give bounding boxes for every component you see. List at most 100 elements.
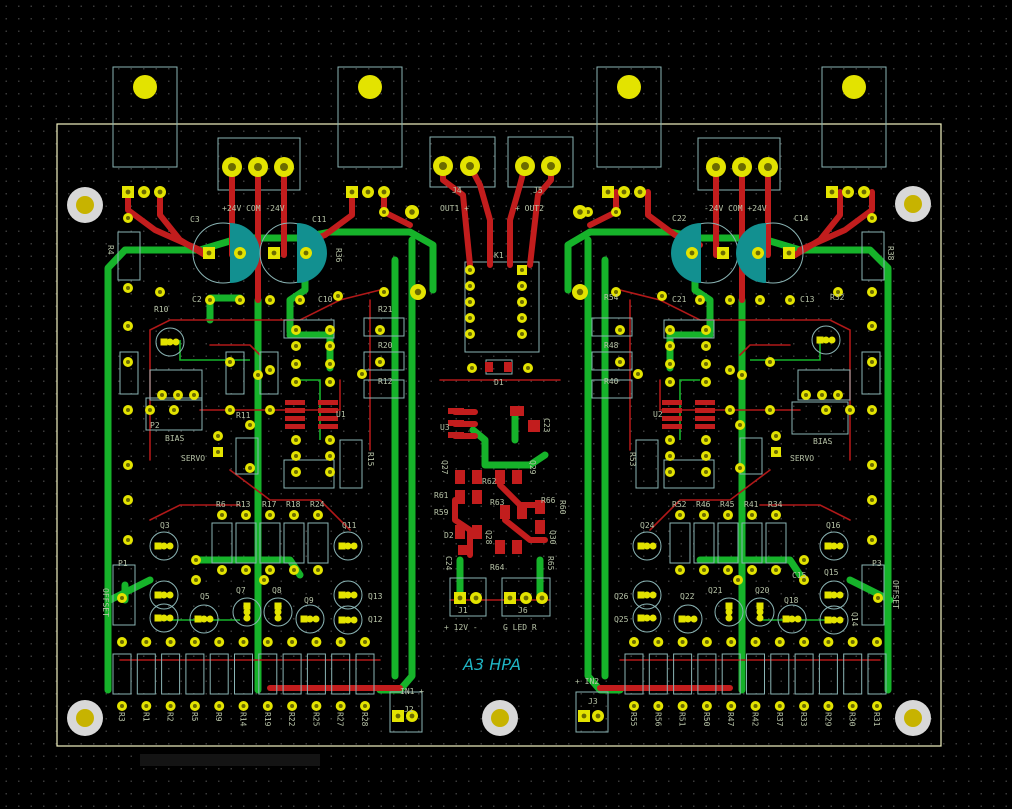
- to92-pad: [830, 542, 838, 550]
- bottom-resistor-label-left: R5: [190, 712, 199, 722]
- pad-drill: [349, 189, 355, 195]
- pad-drill: [728, 298, 732, 302]
- pad-drill: [526, 366, 530, 370]
- to92-pad: [788, 615, 796, 623]
- through-hole-pads: [117, 156, 883, 722]
- label-u3: U3: [440, 423, 450, 432]
- pad-drill: [755, 250, 761, 256]
- label-r65: R65: [546, 556, 555, 571]
- cap-c14: [736, 222, 804, 284]
- to92-pad: [824, 616, 832, 624]
- bottom-resistor-label-left: R2: [166, 712, 175, 722]
- pad-drill: [216, 450, 220, 454]
- to92-pad: [836, 591, 844, 599]
- pad-drill: [194, 558, 198, 562]
- to92-pad: [350, 591, 358, 599]
- to92-pad: [824, 591, 832, 599]
- label-j3: J3: [588, 697, 598, 706]
- bottom-resistor-outline: [673, 653, 693, 695]
- bottom-resistor-outline: [136, 653, 156, 695]
- label-p1: P1: [118, 559, 128, 568]
- pad-drill: [314, 640, 319, 644]
- label-q14: Q14: [850, 612, 859, 627]
- pad-drill: [826, 704, 831, 708]
- bottom-resistor-outline: [258, 653, 278, 695]
- label-r12: R12: [378, 377, 393, 386]
- pad-drill: [547, 162, 555, 170]
- pad-drill: [586, 210, 590, 214]
- bottom-resistor-label-right: R55: [629, 712, 638, 727]
- pad-drill: [414, 288, 422, 296]
- pad-drill: [120, 704, 124, 708]
- pad-drill: [248, 466, 252, 470]
- label-c22: C22: [672, 214, 687, 223]
- label-j5: J5: [533, 186, 543, 195]
- bottom-resistor-label-right: R47: [726, 712, 735, 727]
- pad-drill: [244, 513, 248, 517]
- to92-pad: [344, 616, 352, 624]
- pad-drill: [668, 328, 672, 332]
- to92-pad: [344, 591, 352, 599]
- pad-drill: [520, 332, 524, 336]
- pad-drill: [144, 704, 149, 708]
- bottom-resistor-label-right: R37: [775, 712, 784, 727]
- bottom-resistor-outline: [818, 653, 838, 695]
- pad-drill: [736, 578, 740, 582]
- to92-pad: [678, 615, 686, 623]
- pad-drill: [704, 470, 708, 474]
- pad-drill: [294, 454, 298, 458]
- to92-pad: [154, 614, 162, 622]
- pad-drill: [520, 268, 524, 272]
- to92-pad: [344, 542, 352, 550]
- label-j6: J6: [518, 606, 528, 615]
- to92-pad: [637, 542, 645, 550]
- bottom-resistor-label-right: R29: [823, 712, 832, 727]
- signal-traces: [119, 289, 881, 661]
- pad-drill: [870, 498, 874, 502]
- pad-drill: [720, 250, 726, 256]
- to92-pad: [154, 542, 162, 550]
- bottom-resistor-outline: [112, 653, 132, 695]
- pad-drill: [248, 423, 252, 427]
- pad-drill: [637, 189, 643, 195]
- pad-drill: [523, 595, 529, 601]
- bottom-resistor-label-right: R51: [678, 712, 687, 727]
- bottom-resistor-outline: [355, 653, 375, 695]
- bottom-resistor-label-right: R31: [872, 712, 881, 727]
- pad-drill: [680, 640, 685, 644]
- pad-drill: [704, 328, 708, 332]
- pad-drill: [875, 704, 879, 708]
- bottom-resistor-outline: [843, 653, 863, 695]
- label-d2: D2: [444, 531, 454, 540]
- label-q15: Q15: [824, 568, 839, 577]
- bottom-resistor-label-left: R19: [263, 712, 272, 727]
- pad-drill: [753, 704, 758, 708]
- to92-pad: [725, 614, 733, 622]
- mount-hole-bc: [482, 700, 518, 736]
- to92-pad: [643, 614, 651, 622]
- label-q12: Q12: [368, 615, 383, 624]
- pad-drill: [802, 704, 807, 708]
- pad-drill: [382, 290, 386, 294]
- label-c11: C11: [312, 215, 327, 224]
- pad-drill: [168, 704, 173, 708]
- pad-drill: [120, 640, 124, 644]
- label-r21: R21: [378, 305, 393, 314]
- mount-hole-br: [895, 700, 931, 736]
- pad-drill: [382, 210, 386, 214]
- pad-drill: [750, 568, 754, 572]
- to92-pad: [794, 615, 802, 623]
- label-r53: R53: [628, 452, 637, 467]
- pad-drill: [614, 290, 618, 294]
- label-q5: Q5: [200, 592, 210, 601]
- pad-drill: [378, 328, 382, 332]
- to92-pad: [756, 614, 764, 622]
- pad-drill: [228, 360, 232, 364]
- pad-drill: [194, 578, 198, 582]
- label-c15: C15: [792, 571, 807, 580]
- pad-drill: [704, 454, 708, 458]
- to92-pad: [243, 608, 251, 616]
- pad-drill: [836, 290, 840, 294]
- pad-drill: [680, 704, 685, 708]
- pad-drill: [328, 344, 332, 348]
